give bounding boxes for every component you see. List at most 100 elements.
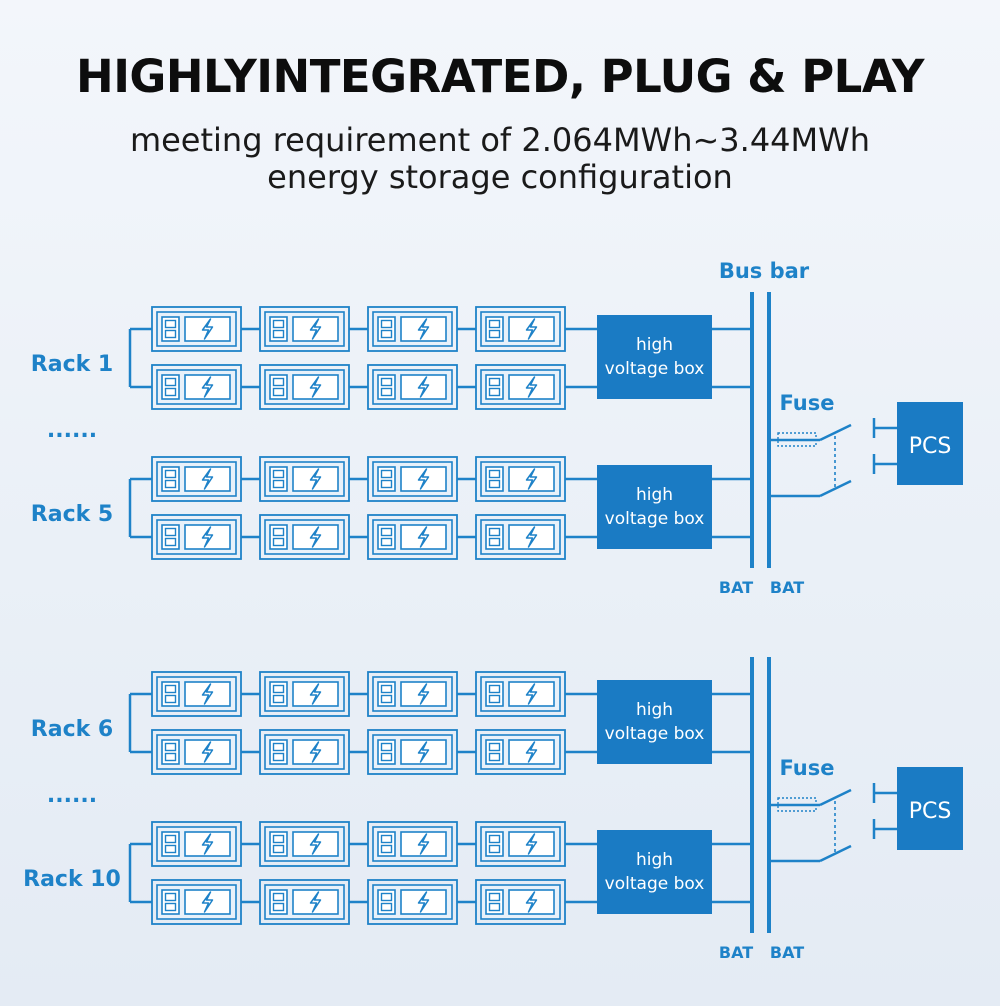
battery-module (475, 306, 566, 352)
cell-outline (485, 466, 504, 492)
bolt-frame (184, 466, 231, 492)
high-voltage-box (597, 830, 712, 914)
battery-cell-icon (485, 831, 504, 857)
battery-cell-icon (485, 524, 504, 550)
battery-module (475, 671, 566, 717)
pcs-label: PCS (909, 799, 952, 824)
bolt (309, 741, 322, 763)
bolt (201, 833, 214, 855)
bolt-frame (292, 524, 339, 550)
battery-module (475, 821, 566, 867)
switch-blade (819, 479, 852, 498)
battery-module (367, 514, 458, 560)
battery-module (151, 879, 242, 925)
battery-cell-icon (161, 681, 180, 707)
bolt-frame (508, 524, 555, 550)
battery-cell-icon (161, 316, 180, 342)
cell-bottom (272, 752, 285, 762)
cell-bottom (272, 329, 285, 339)
cell-top (488, 527, 501, 537)
hv-box-label-1: high (636, 485, 673, 505)
bolt-frame (400, 739, 447, 765)
bus-bar-label: Bus bar (719, 259, 810, 283)
switch-icon (769, 788, 852, 863)
rack-label: Rack 5 (31, 502, 113, 527)
bolt (417, 683, 430, 705)
subtitle-line-2: energy storage configuration (267, 158, 733, 196)
lightning-icon (400, 681, 447, 707)
battery-cell-icon (161, 466, 180, 492)
cell-top (488, 742, 501, 752)
cell-outline (377, 316, 396, 342)
cell-outline (269, 681, 288, 707)
bolt-frame (508, 681, 555, 707)
bolt-frame (508, 831, 555, 857)
cell-outline (269, 739, 288, 765)
high-voltage-box (597, 315, 712, 399)
rack-label: Rack 1 (31, 352, 113, 377)
rack-ellipsis: ...... (47, 783, 97, 808)
bat-label: BAT (770, 943, 804, 962)
bolt-frame (400, 889, 447, 915)
battery-module (367, 729, 458, 775)
bolt (309, 468, 322, 490)
lightning-icon (508, 739, 555, 765)
bolt (525, 526, 538, 548)
bolt (525, 741, 538, 763)
lightning-icon (292, 681, 339, 707)
bolt (525, 376, 538, 398)
bolt (201, 683, 214, 705)
battery-module (367, 671, 458, 717)
bolt (201, 318, 214, 340)
cell-top (272, 527, 285, 537)
cell-bottom (164, 387, 177, 397)
battery-cell-icon (485, 316, 504, 342)
battery-module (475, 514, 566, 560)
bolt-frame (292, 739, 339, 765)
bolt (201, 891, 214, 913)
cell-top (380, 892, 393, 902)
bat-label: BAT (719, 943, 753, 962)
battery-module (151, 821, 242, 867)
battery-cell-icon (269, 316, 288, 342)
cell-bottom (164, 694, 177, 704)
bolt-frame (508, 739, 555, 765)
battery-cell-icon (377, 831, 396, 857)
cell-bottom (488, 902, 501, 912)
bolt-frame (508, 466, 555, 492)
lightning-icon (292, 316, 339, 342)
cell-outline (485, 739, 504, 765)
lightning-icon (508, 524, 555, 550)
bolt (417, 833, 430, 855)
bat-label: BAT (770, 578, 804, 597)
cell-bottom (380, 537, 393, 547)
bolt-frame (184, 524, 231, 550)
page-title: HIGHLYINTEGRATED, PLUG & PLAY (76, 50, 924, 103)
cell-top (380, 377, 393, 387)
cell-top (164, 892, 177, 902)
pcs-box (897, 767, 963, 850)
battery-cell-icon (377, 374, 396, 400)
bolt (201, 526, 214, 548)
bolt-frame (400, 316, 447, 342)
bolt-frame (184, 739, 231, 765)
battery-cell-icon (269, 681, 288, 707)
cell-top (488, 834, 501, 844)
cell-top (164, 742, 177, 752)
bolt (201, 741, 214, 763)
bat-label: BAT (719, 578, 753, 597)
hv-box-label-1: high (636, 335, 673, 355)
battery-module (367, 879, 458, 925)
cell-outline (269, 889, 288, 915)
lightning-icon (184, 681, 231, 707)
cell-bottom (488, 694, 501, 704)
cell-bottom (380, 387, 393, 397)
battery-module (259, 306, 350, 352)
bolt-frame (508, 316, 555, 342)
bolt-frame (292, 681, 339, 707)
cell-top (272, 742, 285, 752)
fuse-element (777, 432, 817, 447)
bolt-frame (508, 889, 555, 915)
